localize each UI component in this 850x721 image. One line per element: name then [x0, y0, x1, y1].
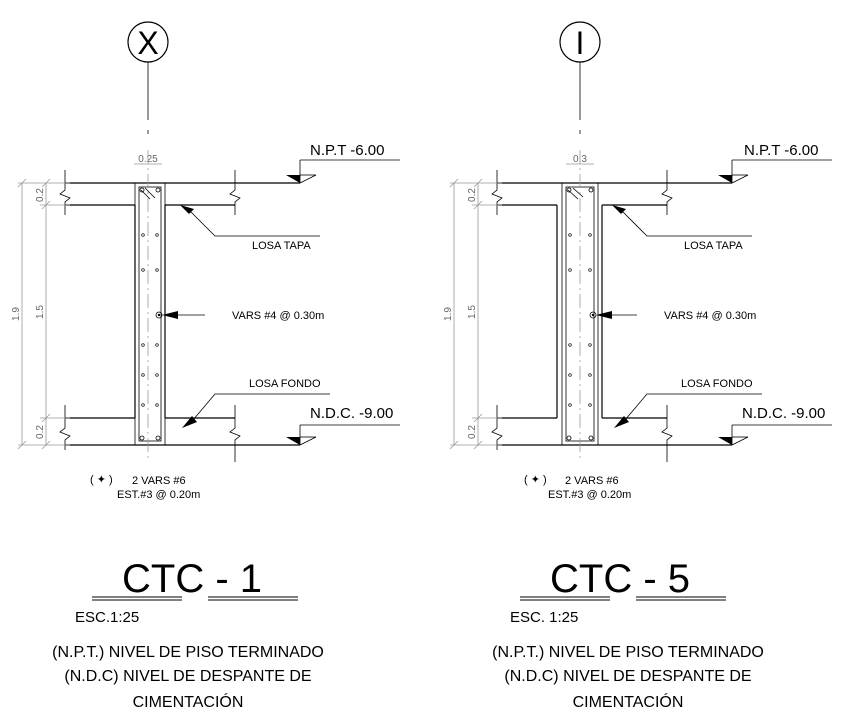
- note-line-2: (N.D.C) NIVEL DE DESPANTE DE: [504, 668, 751, 685]
- note-line-1: (N.P.T.) NIVEL DE PISO TERMINADO: [52, 644, 324, 661]
- detail-ctc-5: I 0.3: [443, 21, 832, 711]
- losa-tapa-leader: [189, 210, 320, 237]
- ndc-level-label: N.D.C. -9.00: [310, 405, 393, 422]
- losa-fondo-label: LOSA FONDO: [249, 378, 321, 390]
- break-mark-right-bottom: [661, 405, 673, 462]
- axis-label: X: [137, 25, 158, 61]
- losa-fondo-arrow: [182, 416, 197, 428]
- legend-symbol: ( ✦ ): [90, 474, 113, 486]
- scale-label: ESC. 1:25: [510, 609, 578, 626]
- break-mark-right-bottom: [229, 405, 241, 462]
- dim-top-label: 0.2: [467, 188, 478, 202]
- note-line-3: CIMENTACIÓN: [133, 692, 244, 711]
- legend-vars: 2 VARS #6: [132, 475, 186, 487]
- legend-est: EST.#3 @ 0.20m: [117, 489, 200, 501]
- dim-total-label: 1.9: [11, 307, 22, 321]
- scale-label: ESC.1:25: [75, 609, 139, 626]
- losa-fondo-leader: [624, 393, 762, 421]
- detail-title: CTC - 1: [122, 557, 262, 601]
- ndc-marker: [718, 437, 732, 445]
- npt-level-label: N.P.T -6.00: [310, 142, 385, 159]
- detail-title: CTC - 5: [550, 557, 690, 601]
- break-mark-left-bottom: [491, 405, 503, 450]
- dim-total-label: 1.9: [443, 307, 454, 321]
- note-line-1: (N.P.T.) NIVEL DE PISO TERMINADO: [492, 644, 764, 661]
- losa-fondo-label: LOSA FONDO: [681, 378, 753, 390]
- dim-bottom-label: 0.2: [35, 425, 46, 439]
- losa-fondo-leader: [192, 393, 330, 421]
- note-line-3: CIMENTACIÓN: [573, 692, 684, 711]
- losa-tapa-label: LOSA TAPA: [252, 240, 311, 252]
- vertical-bars: [141, 233, 159, 407]
- legend-vars: 2 VARS #6: [565, 475, 619, 487]
- vars-arrow: [162, 311, 178, 319]
- break-mark-right-top: [229, 170, 241, 215]
- ndc-marker: [286, 437, 300, 445]
- dim-middle-label: 1.5: [35, 305, 46, 319]
- vertical-bars: [568, 233, 592, 407]
- vars-label: VARS #4 @ 0.30m: [664, 310, 756, 322]
- note-line-2: (N.D.C) NIVEL DE DESPANTE DE: [64, 668, 311, 685]
- axis-label: I: [576, 25, 585, 61]
- stirrup: [138, 186, 162, 442]
- detail-ctc-1: X 0.25: [11, 21, 400, 711]
- legend-symbol: ( ✦ ): [524, 474, 547, 486]
- corner-bar: [139, 187, 145, 193]
- break-mark-left-bottom: [59, 405, 71, 450]
- losa-fondo-arrow: [614, 416, 629, 428]
- corner-bar: [566, 187, 572, 193]
- losa-tapa-leader: [621, 210, 752, 237]
- dim-top-label: 0.2: [35, 188, 46, 202]
- break-mark-left-top: [491, 170, 503, 215]
- npt-marker: [718, 175, 732, 183]
- ndc-level-label: N.D.C. -9.00: [742, 405, 825, 422]
- dim-bottom-label: 0.2: [467, 425, 478, 439]
- break-mark-left-top: [59, 170, 71, 215]
- dim-middle-label: 1.5: [467, 305, 478, 319]
- npt-level-label: N.P.T -6.00: [744, 142, 819, 159]
- vars-label: VARS #4 @ 0.30m: [232, 310, 324, 322]
- break-mark-right-top: [661, 170, 673, 215]
- losa-tapa-label: LOSA TAPA: [684, 240, 743, 252]
- npt-marker: [286, 175, 300, 183]
- legend-est: EST.#3 @ 0.20m: [548, 489, 631, 501]
- vars-arrow: [596, 311, 612, 319]
